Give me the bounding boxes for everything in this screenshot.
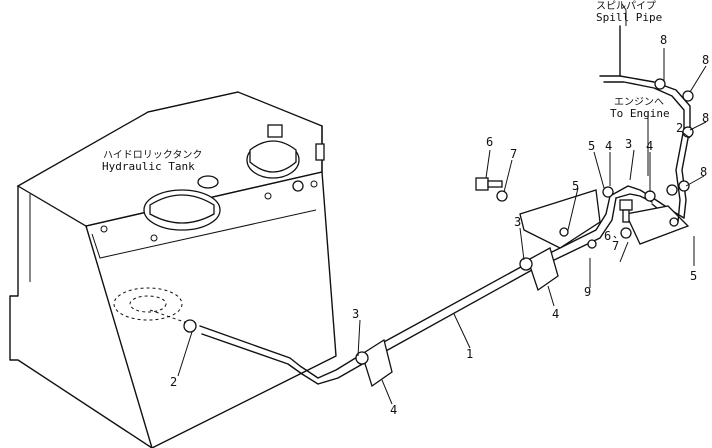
- callout-6: 6: [604, 229, 611, 243]
- mounting-plate-right: [625, 205, 690, 245]
- callout-8: 8: [702, 53, 709, 67]
- callout-2: 2: [676, 121, 683, 135]
- callout-7: 7: [612, 239, 619, 253]
- callout-3: 3: [625, 137, 632, 151]
- hydraulic-tank-label-en: Hydraulic Tank: [102, 160, 195, 173]
- washer-left: [496, 190, 508, 202]
- washer-right: [620, 227, 632, 239]
- callout-3: 3: [514, 215, 521, 229]
- callout-6: 6: [486, 135, 493, 149]
- hydraulic-tank: [9, 91, 337, 448]
- callout-5: 5: [572, 179, 579, 193]
- callout-9: 9: [584, 285, 591, 299]
- spill-pipe-label-en: Spill Pipe: [596, 11, 662, 24]
- callout-8: 8: [660, 33, 667, 47]
- return-pipe: [199, 185, 685, 385]
- spill-pipe-label-jp: スピルパイプ: [596, 0, 656, 12]
- spill-pipe: [599, 25, 694, 223]
- hydraulic-tank-label-jp: ハイドロリックタンク: [103, 149, 202, 161]
- callout-4: 4: [552, 307, 559, 321]
- hose-clamp-2: [644, 190, 656, 202]
- callout-4: 4: [390, 403, 397, 417]
- hose-clamp-3: [559, 227, 569, 237]
- callout-8: 8: [702, 111, 709, 125]
- clip-9: [587, 239, 597, 249]
- pipe-clamp-lower: [355, 338, 393, 388]
- to-engine-label-jp: エンジンへ: [614, 97, 664, 108]
- callout-7: 7: [510, 147, 517, 161]
- callout-1: 1: [466, 347, 473, 361]
- callout-5: 5: [690, 269, 697, 283]
- hose-clamp-1: [602, 186, 614, 198]
- callout-5: 5: [588, 139, 595, 153]
- to-engine-label-en: To Engine: [610, 107, 670, 120]
- hose-clamp-4: [669, 217, 679, 227]
- callout-3: 3: [352, 307, 359, 321]
- pipe-clamp-middle: [519, 247, 559, 292]
- callout-2: 2: [170, 375, 177, 389]
- callout-4: 4: [605, 139, 612, 153]
- leader-lines: [177, 3, 707, 405]
- hose-clamp-tank: [183, 319, 197, 333]
- callout-4: 4: [646, 139, 653, 153]
- mounting-plate-left: [519, 189, 601, 249]
- bolt-left: [475, 177, 503, 191]
- bolt-right: [619, 199, 633, 223]
- callout-8: 8: [700, 165, 707, 179]
